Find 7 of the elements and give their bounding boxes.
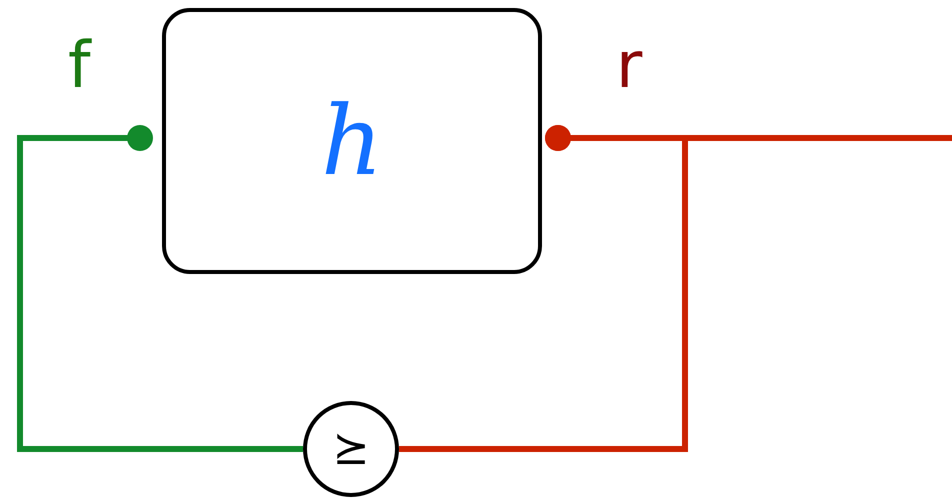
function-symbol: h	[321, 93, 383, 189]
port-label: f	[68, 34, 91, 98]
operator-symbol: ⪰	[332, 427, 370, 471]
process-box	[162, 8, 542, 274]
connector-line	[17, 125, 303, 452]
connector-line	[545, 125, 952, 151]
port-label: r	[616, 34, 642, 98]
